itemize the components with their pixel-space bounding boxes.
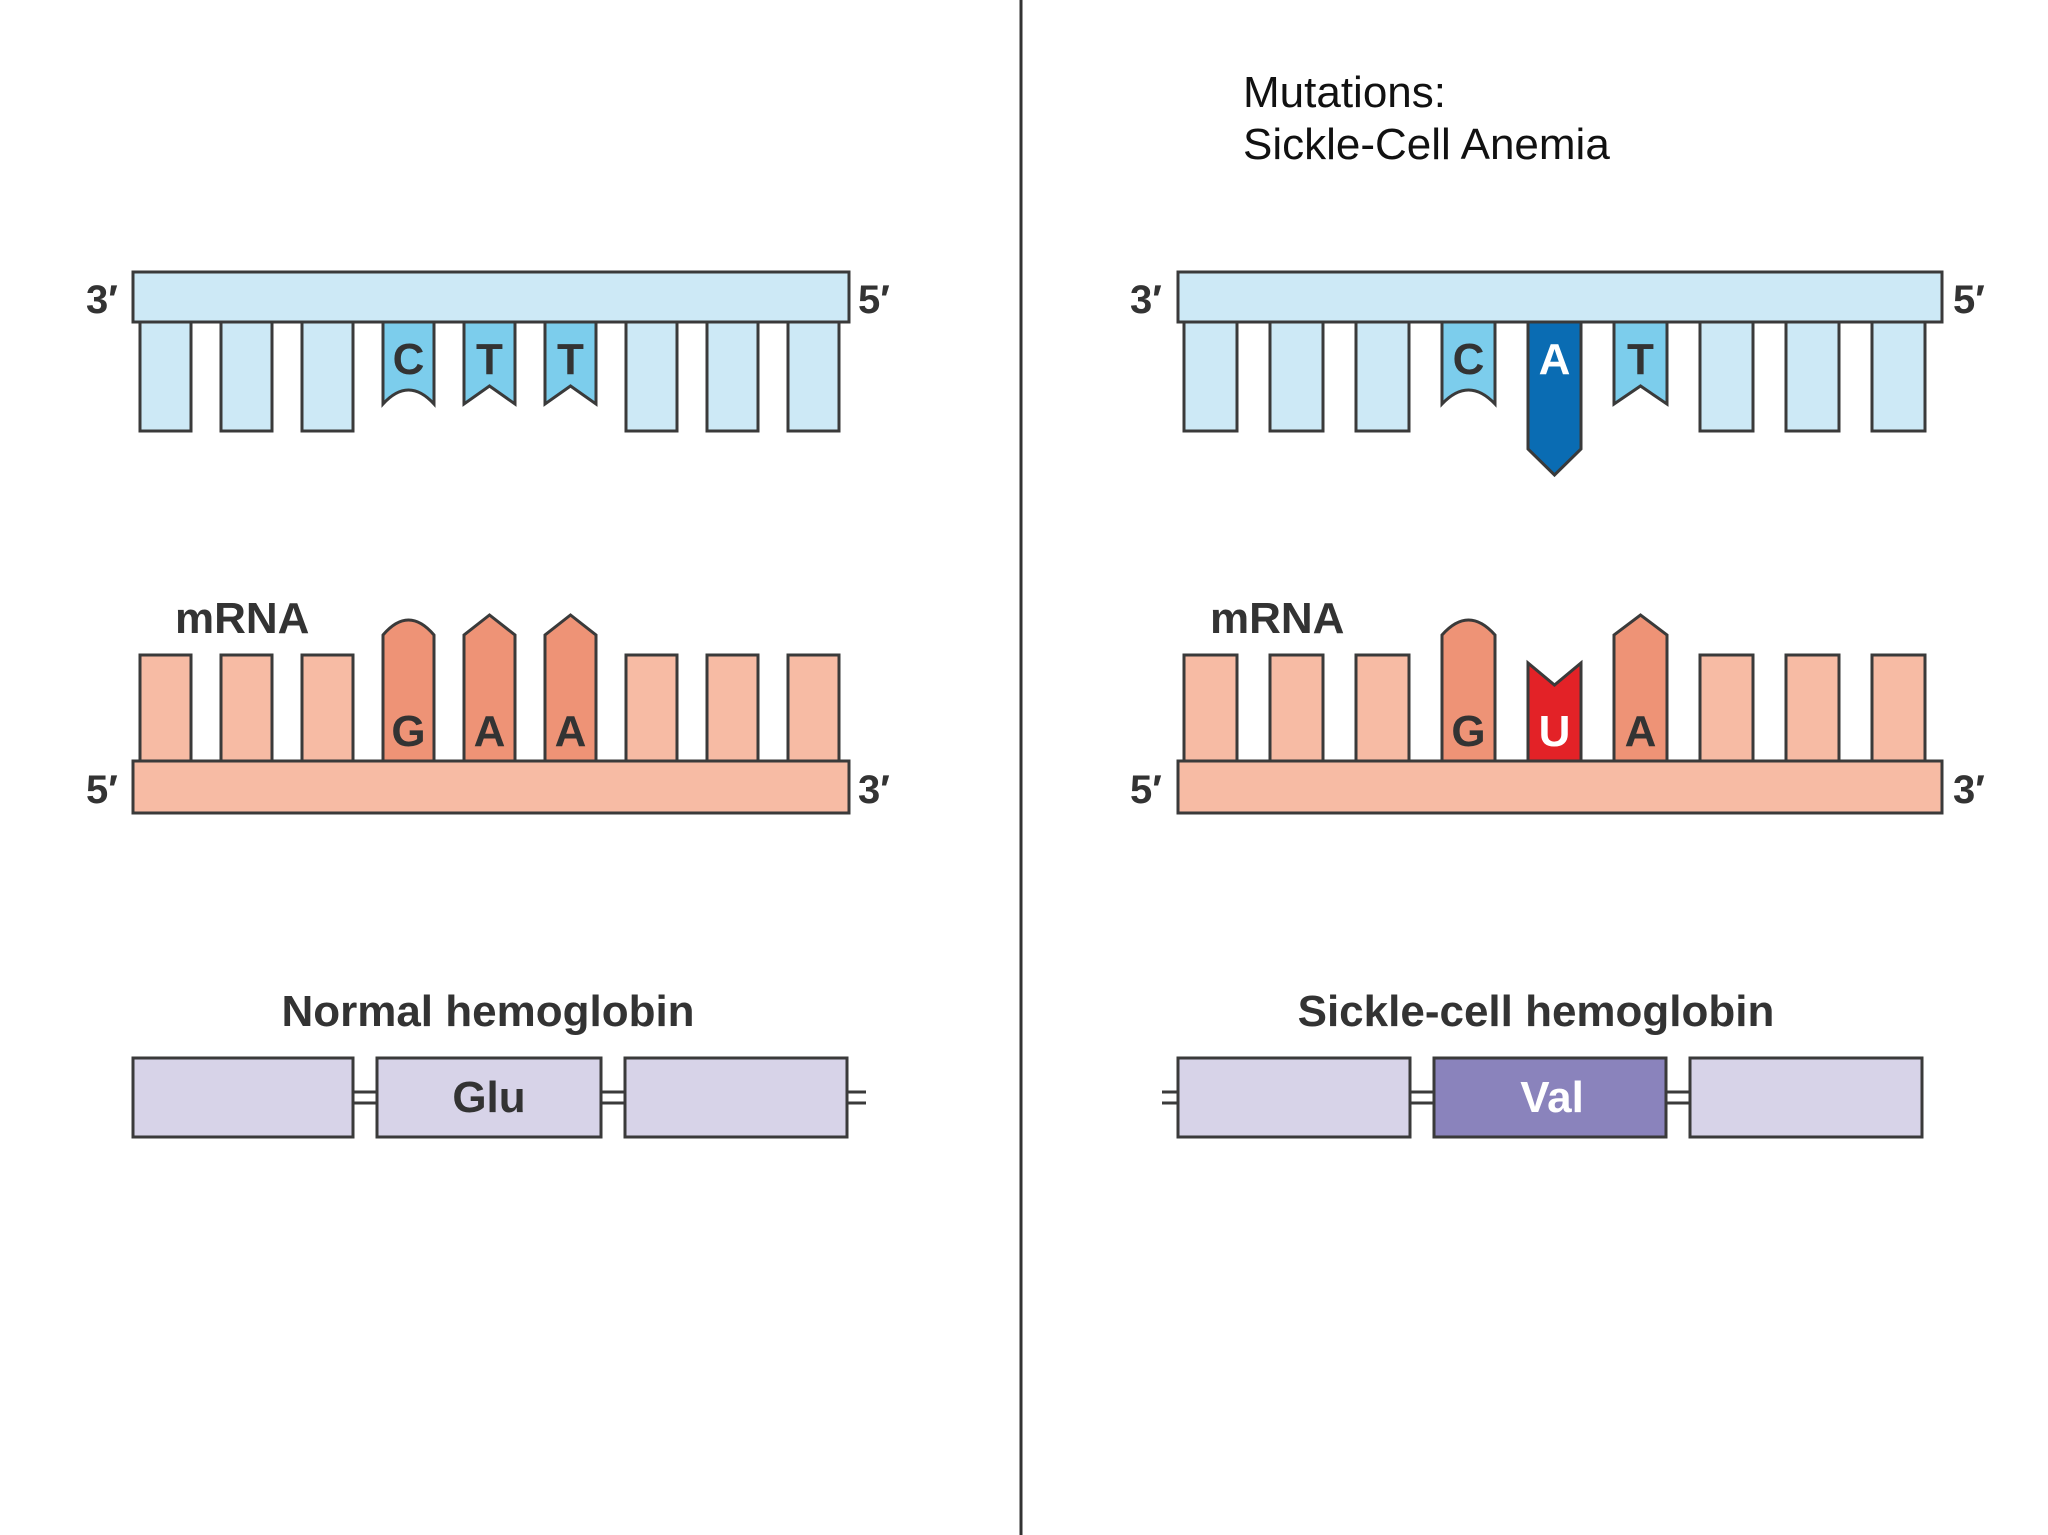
sickle-dna-codon-base-3-letter: T bbox=[1627, 335, 1654, 384]
normal-mrna-codon-base-3 bbox=[543, 613, 598, 761]
normal-mrna-codon-base-1 bbox=[381, 618, 436, 761]
normal-dna-codon-base-2 bbox=[462, 322, 517, 407]
normal-dna-codon-base-2-letter: T bbox=[476, 335, 503, 384]
normal-dna-base bbox=[624, 322, 679, 433]
normal-protein-block-glu bbox=[375, 1056, 603, 1139]
sickle-dna-strand: C A T 3′ 5′ bbox=[1130, 270, 1985, 478]
sickle-mrna-label: mRNA bbox=[1210, 594, 1344, 643]
sickle-mrna-left-end: 5′ bbox=[1130, 768, 1162, 812]
sickle-dna-backbone bbox=[1176, 270, 1944, 324]
normal-mrna-left-end: 5′ bbox=[86, 768, 118, 812]
normal-dna-base bbox=[138, 322, 193, 433]
normal-mrna-base bbox=[705, 653, 760, 761]
sickle-mrna-codon-base-3 bbox=[1612, 613, 1669, 761]
normal-mrna-codon-base-3-letter: A bbox=[555, 707, 587, 756]
normal-dna-strand: C T T 3′ 5′ bbox=[86, 270, 890, 433]
normal-dna-backbone bbox=[131, 270, 851, 324]
sickle-mrna-right-end: 3′ bbox=[1953, 768, 1985, 812]
sickle-dna-base bbox=[1354, 322, 1411, 433]
sickle-mrna-base bbox=[1354, 653, 1411, 761]
sickle-protein: Sickle-cell hemoglobin Val bbox=[1162, 987, 1924, 1139]
normal-dna-codon-base-3 bbox=[543, 322, 598, 407]
sickle-dna-right-end: 5′ bbox=[1953, 278, 1985, 322]
sickle-mrna-codon-base-3-letter: A bbox=[1625, 707, 1657, 756]
normal-mrna-codon-base-2 bbox=[462, 613, 517, 761]
normal-dna-codon-base-3-letter: T bbox=[557, 335, 584, 384]
normal-mrna-base bbox=[219, 653, 274, 761]
normal-mrna-base bbox=[624, 653, 679, 761]
normal-mrna-codon-base-1-letter: G bbox=[391, 707, 425, 756]
sickle-protein-title: Sickle-cell hemoglobin bbox=[1298, 987, 1775, 1036]
sickle-mrna-codon-base-1 bbox=[1440, 618, 1497, 761]
sickle-dna-codon-base-1 bbox=[1440, 322, 1497, 408]
normal-dna-left-end: 3′ bbox=[86, 278, 118, 322]
sickle-dna-codon-base-2 bbox=[1526, 322, 1583, 478]
title-line-2: Sickle-Cell Anemia bbox=[1243, 120, 1610, 169]
sickle-mrna-strand: mRNA G U A 5′ 3′ bbox=[1130, 594, 1985, 815]
normal-dna-codon-base-1 bbox=[381, 322, 436, 408]
normal-mrna-right-end: 3′ bbox=[858, 768, 890, 812]
normal-protein: Normal hemoglobin Glu bbox=[131, 987, 866, 1139]
title-line-1: Mutations: bbox=[1243, 68, 1446, 117]
sickle-dna-codon-base-1-letter: C bbox=[1453, 335, 1485, 384]
sickle-dna-base bbox=[1698, 322, 1755, 433]
sickle-dna-codon-base-2-letter: A bbox=[1539, 335, 1571, 384]
sickle-mrna-base bbox=[1698, 653, 1755, 761]
sickle-dna-base bbox=[1784, 322, 1841, 433]
normal-mrna-base bbox=[138, 653, 193, 761]
sickle-mrna-base bbox=[1268, 653, 1325, 761]
sickle-mrna-codon-base-2 bbox=[1526, 659, 1583, 761]
normal-dna-base bbox=[300, 322, 355, 433]
sickle-mrna-codon-base-2-letter: U bbox=[1539, 707, 1571, 756]
normal-dna-base bbox=[219, 322, 274, 433]
sickle-dna-base bbox=[1268, 322, 1325, 433]
normal-dna-base bbox=[705, 322, 760, 433]
sickle-mrna-base bbox=[1784, 653, 1841, 761]
sickle-mrna-codon-base-1-letter: G bbox=[1451, 707, 1485, 756]
normal-mrna-base bbox=[786, 653, 841, 761]
sickle-protein-block-val bbox=[1432, 1056, 1668, 1139]
sickle-mrna-base bbox=[1182, 653, 1239, 761]
normal-mrna-backbone bbox=[131, 759, 851, 815]
normal-mrna-label: mRNA bbox=[175, 594, 309, 643]
normal-protein-block-left bbox=[131, 1056, 355, 1139]
sickle-dna-codon-base-3 bbox=[1612, 322, 1669, 407]
sickle-panel: C A T 3′ 5′ mRNA G U A 5′ 3′ Sickle-cell hem… bbox=[1130, 270, 1985, 1139]
normal-mrna-codon-base-2-letter: A bbox=[474, 707, 506, 756]
sickle-dna-base bbox=[1182, 322, 1239, 433]
sickle-mrna-backbone bbox=[1176, 759, 1944, 815]
normal-dna-base bbox=[786, 322, 841, 433]
normal-protein-title: Normal hemoglobin bbox=[281, 987, 694, 1036]
normal-mrna-base bbox=[300, 653, 355, 761]
sickle-protein-block-right bbox=[1688, 1056, 1924, 1139]
sickle-dna-base bbox=[1870, 322, 1927, 433]
sickle-dna-left-end: 3′ bbox=[1130, 278, 1162, 322]
sickle-mrna-base bbox=[1870, 653, 1927, 761]
normal-dna-right-end: 5′ bbox=[858, 278, 890, 322]
sickle-protein-block-left bbox=[1176, 1056, 1412, 1139]
normal-dna-codon-base-1-letter: C bbox=[393, 335, 425, 384]
normal-protein-block-right bbox=[623, 1056, 849, 1139]
normal-amino-acid-label: Glu bbox=[452, 1073, 525, 1122]
sickle-amino-acid-label: Val bbox=[1520, 1073, 1584, 1122]
